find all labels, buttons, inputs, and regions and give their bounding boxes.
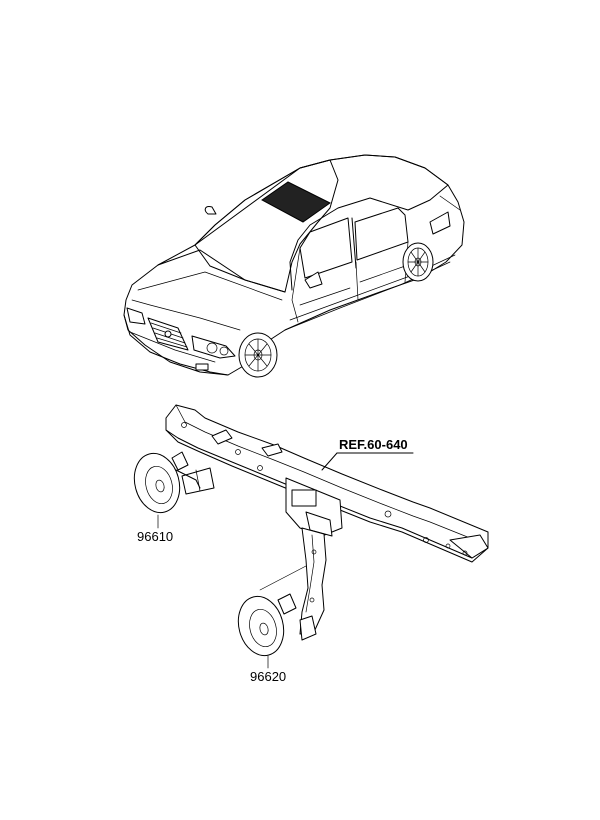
- part-number-96620: 96620: [250, 669, 286, 684]
- front-wheel: [238, 332, 278, 378]
- part-number-96610: 96610: [137, 529, 173, 544]
- sedan-illustration: [123, 154, 465, 378]
- rear-wheel: [402, 242, 434, 282]
- reference-callout: REF.60-640: [321, 437, 414, 471]
- horn-96620: 96620: [237, 565, 307, 684]
- horn-96610: 96610: [133, 451, 201, 544]
- sunroof-glass: [261, 181, 331, 223]
- radiator-upper-support-panel: [165, 404, 489, 641]
- reference-label: REF.60-640: [339, 437, 408, 452]
